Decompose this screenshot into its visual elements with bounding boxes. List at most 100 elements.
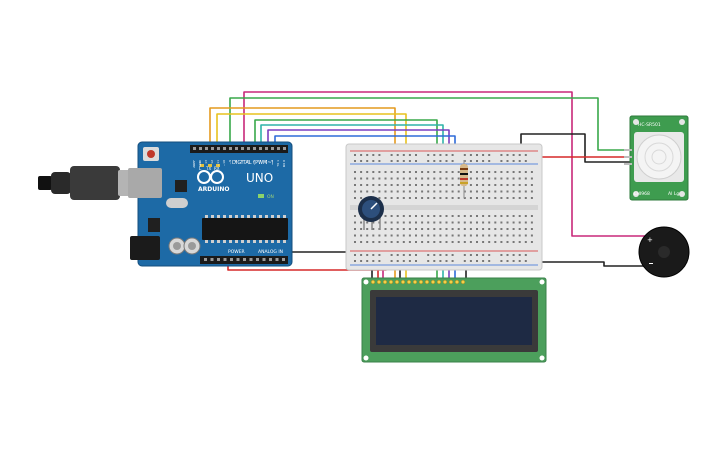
wire-magenta-buzzer[interactable] [243, 91, 650, 237]
digital-pin-label: 4 [258, 160, 262, 162]
power-pin-hole[interactable] [210, 258, 214, 261]
power-header-label: POWER [228, 249, 245, 255]
reset-button-cap[interactable] [147, 150, 155, 158]
power-pin-hole[interactable] [256, 258, 259, 261]
arduino-uno-board[interactable]: ARDUINO UNO DIGITAL (PWM~) POWER ANALOG … [128, 141, 293, 267]
lcd-pin[interactable] [382, 279, 388, 285]
digital-pin-label: 2 [270, 160, 274, 162]
digital-pin-label: ~6 [246, 160, 250, 165]
voltage-regulator [148, 218, 160, 232]
wire-black-buzzer-gnd[interactable] [533, 261, 650, 267]
power-header-holes [204, 258, 285, 261]
digital-pin-hole[interactable] [235, 147, 238, 150]
digital-pin-hole[interactable] [211, 147, 214, 150]
digital-header-holes [193, 147, 286, 150]
arduino-logo-icon [197, 170, 224, 184]
power-pin-hole[interactable] [236, 258, 240, 261]
digital-pin-label: GND [198, 159, 202, 167]
pir-pin[interactable] [624, 149, 632, 151]
lcd-display[interactable] [361, 277, 547, 363]
lcd-pin[interactable] [442, 279, 448, 285]
digital-pin-hole[interactable] [283, 147, 286, 150]
power-pin-hole[interactable] [243, 258, 246, 261]
pir-top-text: HC-SR501 [638, 122, 661, 128]
lcd-pin[interactable] [388, 279, 394, 285]
usb-plug-tip [38, 176, 52, 190]
digital-pin-hole[interactable] [271, 147, 274, 150]
potentiometer[interactable] [358, 196, 384, 230]
on-led-label: ON [267, 194, 274, 200]
lcd-pin[interactable] [370, 279, 376, 285]
lcd-pin[interactable] [460, 279, 466, 285]
breadboard[interactable] [345, 143, 543, 271]
digital-pin-hole[interactable] [223, 147, 226, 150]
crystal [166, 198, 188, 208]
lcd-pin[interactable] [448, 279, 454, 285]
power-pin-hole[interactable] [275, 258, 279, 261]
digital-pin-label: ~5 [252, 160, 256, 165]
buzzer-minus-mark [649, 263, 653, 264]
lcd-pin[interactable] [454, 279, 460, 285]
digital-pin-hole[interactable] [241, 147, 244, 150]
lcd-pin[interactable] [412, 279, 418, 285]
power-pin-hole[interactable] [230, 258, 233, 261]
digital-pin-hole[interactable] [229, 147, 232, 150]
digital-pin-hole[interactable] [253, 147, 256, 150]
lcd-pin[interactable] [418, 279, 424, 285]
atmega-pins [205, 215, 286, 243]
digital-pin-label: ~10 [222, 160, 226, 166]
piezo-buzzer[interactable]: + [638, 226, 690, 278]
lcd-pin[interactable] [376, 279, 382, 285]
pir-bottom-right-text: AI Lg [668, 191, 679, 197]
l-led [200, 164, 204, 167]
pir-sensor[interactable]: HC-SR501 LHI968 AI Lg [624, 115, 689, 201]
lcd-pin[interactable] [394, 279, 400, 285]
lcd-pin[interactable] [424, 279, 430, 285]
digital-pin-hole[interactable] [259, 147, 262, 150]
usb-strain-relief [51, 172, 71, 194]
power-pin-hole[interactable] [249, 258, 253, 261]
usb-plug-body [70, 166, 120, 200]
power-pin-hole[interactable] [269, 258, 272, 261]
power-pin-hole[interactable] [217, 258, 220, 261]
usb-port [128, 168, 162, 198]
buzzer-hole-icon [658, 246, 670, 258]
tx-led-label: TX [205, 166, 211, 171]
pir-pin[interactable] [624, 163, 632, 165]
digital-pin-label: 12 [210, 160, 214, 164]
digital-pin-hole[interactable] [277, 147, 280, 150]
lcd-pin[interactable] [430, 279, 436, 285]
power-pin-hole[interactable] [262, 258, 266, 261]
on-led [258, 194, 264, 198]
wire-black-pir-gnd[interactable] [520, 133, 632, 163]
arduino-brand-text: ARDUINO [198, 186, 229, 193]
pir-pin[interactable] [624, 156, 632, 158]
pir-pins [624, 149, 632, 165]
power-pin-hole[interactable] [204, 258, 207, 261]
digital-pin-label: 8 [234, 160, 238, 162]
digital-pin-label: AREF [192, 160, 196, 168]
digital-pin-hole[interactable] [205, 147, 208, 150]
digital-pin-hole[interactable] [247, 147, 250, 150]
digital-pin-label: 7 [240, 160, 244, 162]
digital-pin-label: ~9 [228, 160, 232, 165]
wire-green-pir-out[interactable] [229, 97, 632, 151]
lcd-pin[interactable] [406, 279, 412, 285]
digital-header-label: DIGITAL (PWM~) [232, 160, 274, 166]
digital-pin-hole[interactable] [217, 147, 220, 150]
digital-pin-hole[interactable] [265, 147, 268, 150]
atmega-chip [202, 218, 288, 240]
lcd-screen [376, 297, 532, 345]
digital-pin-hole[interactable] [193, 147, 196, 150]
arduino-model-text: UNO [246, 171, 273, 185]
power-pin-hole[interactable] [282, 258, 285, 261]
lcd-pin[interactable] [436, 279, 442, 285]
digital-pin-label: ~3 [264, 160, 268, 165]
tx-led [208, 164, 212, 167]
digital-header [190, 145, 288, 153]
digital-pin-hole[interactable] [199, 147, 202, 150]
power-pin-hole[interactable] [223, 258, 227, 261]
resistor[interactable] [460, 160, 468, 198]
lcd-pin[interactable] [400, 279, 406, 285]
